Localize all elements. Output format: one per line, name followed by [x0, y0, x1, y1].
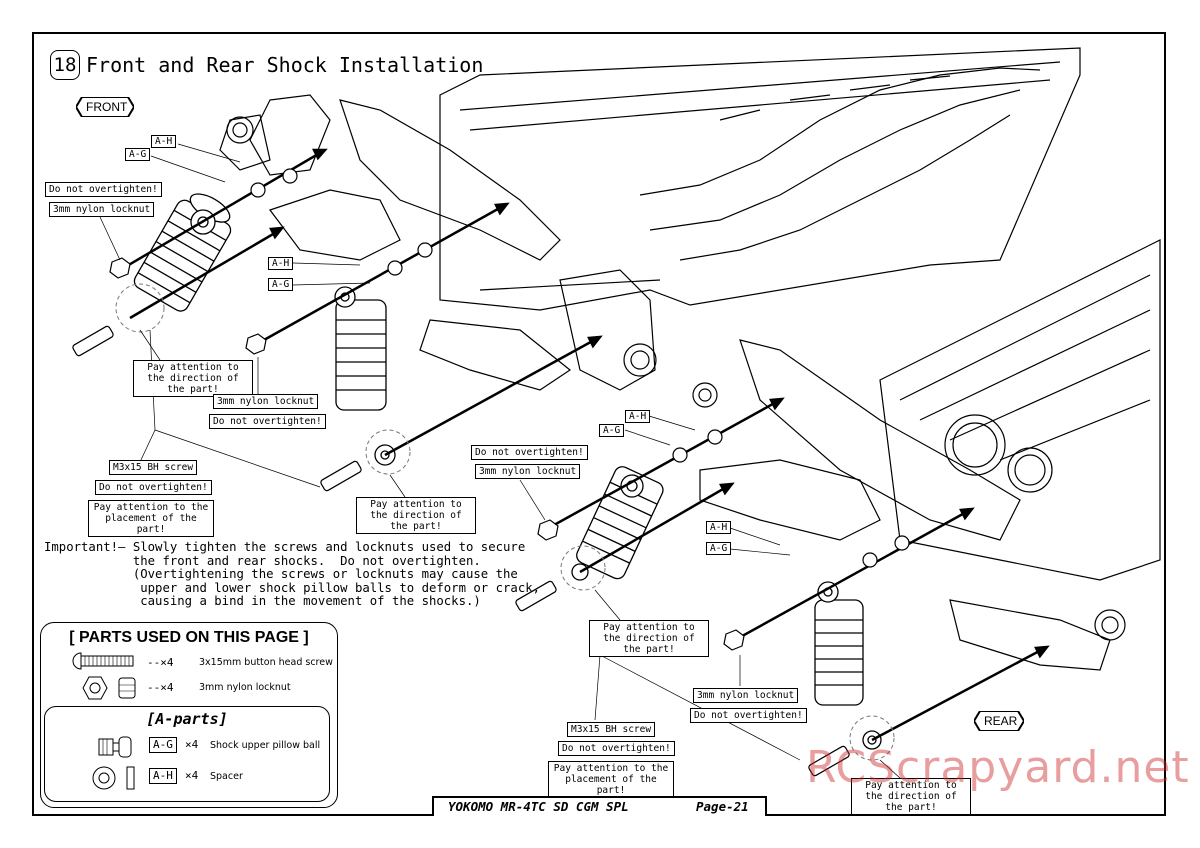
- callout-m3x15-screw: M3x15 BH screw: [567, 722, 656, 737]
- a-parts-title: [A-parts]: [146, 710, 228, 728]
- callout-m3x15-screw: M3x15 BH screw: [109, 460, 198, 475]
- callout-do-not-overtighten: Do not overtighten!: [690, 708, 807, 723]
- front-label: FRONT: [86, 100, 128, 114]
- callout-do-not-overtighten: Do not overtighten!: [209, 414, 326, 429]
- step-number: 18: [50, 50, 80, 80]
- rear-label: REAR: [984, 714, 1018, 728]
- front-arrow-icon: [76, 97, 134, 117]
- callout-ah: A-H: [706, 521, 732, 534]
- callout-ag: A-G: [599, 424, 625, 437]
- callout-do-not-overtighten: Do not overtighten!: [95, 480, 212, 495]
- parts-title: [ PARTS USED ON THIS PAGE ]: [69, 629, 309, 646]
- callout-do-not-overtighten: Do not overtighten!: [558, 741, 675, 756]
- callout-ah: A-H: [151, 135, 177, 148]
- a-parts-qty: ×4: [185, 738, 199, 751]
- footer-page: Page-21: [696, 799, 749, 814]
- parts-name: 3mm nylon locknut: [199, 682, 291, 693]
- a-parts-qty: ×4: [185, 769, 199, 782]
- parts-qty: --×4: [147, 656, 174, 669]
- callout-ag: A-G: [268, 278, 294, 291]
- parts-box: [ PARTS USED ON THIS PAGE ] --×4 3x15mm …: [40, 622, 338, 808]
- a-parts-box: [A-parts] A-G ×4 Shock upper pillow ball…: [44, 706, 330, 802]
- callout-nylon-locknut: 3mm nylon locknut: [213, 394, 319, 409]
- watermark: RCScrapyard.net: [806, 742, 1190, 793]
- callout-pay-attention-direction: Pay attention to the direction of the pa…: [133, 360, 253, 397]
- pillow-ball-icon: [98, 736, 132, 758]
- button-head-screw-icon: [72, 652, 134, 670]
- callout-ag: A-G: [125, 148, 151, 161]
- rear-arrow-icon: [974, 711, 1024, 731]
- spacer-icon: [92, 766, 135, 790]
- callout-pay-attention-direction: Pay attention to the direction of the pa…: [356, 497, 476, 534]
- part-code-ah: A-H: [149, 768, 177, 784]
- callout-nylon-locknut: 3mm nylon locknut: [49, 202, 155, 217]
- page-title: 18 Front and Rear Shock Installation: [50, 50, 483, 80]
- footer: YOKOMO MR-4TC SD CGM SPL Page-21: [432, 796, 767, 816]
- callout-do-not-overtighten: Do not overtighten!: [45, 182, 162, 197]
- callout-pay-attention-placement: Pay attention to the placement of the pa…: [548, 761, 674, 798]
- nylon-locknut-icon: [82, 676, 136, 700]
- callout-ah: A-H: [625, 410, 651, 423]
- parts-name: 3x15mm button head screw: [199, 657, 333, 668]
- parts-qty: --×4: [147, 681, 174, 694]
- callout-nylon-locknut: 3mm nylon locknut: [693, 688, 799, 703]
- callout-ag: A-G: [706, 542, 732, 555]
- a-parts-name: Shock upper pillow ball: [210, 740, 321, 751]
- callout-pay-attention-direction: Pay attention to the direction of the pa…: [589, 620, 709, 657]
- callout-pay-attention-direction: Pay attention to the direction of the pa…: [851, 778, 971, 815]
- footer-title: YOKOMO MR-4TC SD CGM SPL: [448, 799, 629, 814]
- callout-do-not-overtighten: Do not overtighten!: [471, 445, 588, 460]
- step-title: Front and Rear Shock Installation: [86, 53, 484, 77]
- callout-ah: A-H: [268, 257, 294, 270]
- important-note: Important!— Slowly tighten the screws an…: [44, 540, 541, 608]
- callout-nylon-locknut: 3mm nylon locknut: [475, 464, 581, 479]
- part-code-ag: A-G: [149, 737, 177, 753]
- a-parts-name: Spacer: [210, 771, 243, 782]
- callout-pay-attention-placement: Pay attention to the placement of the pa…: [88, 500, 214, 537]
